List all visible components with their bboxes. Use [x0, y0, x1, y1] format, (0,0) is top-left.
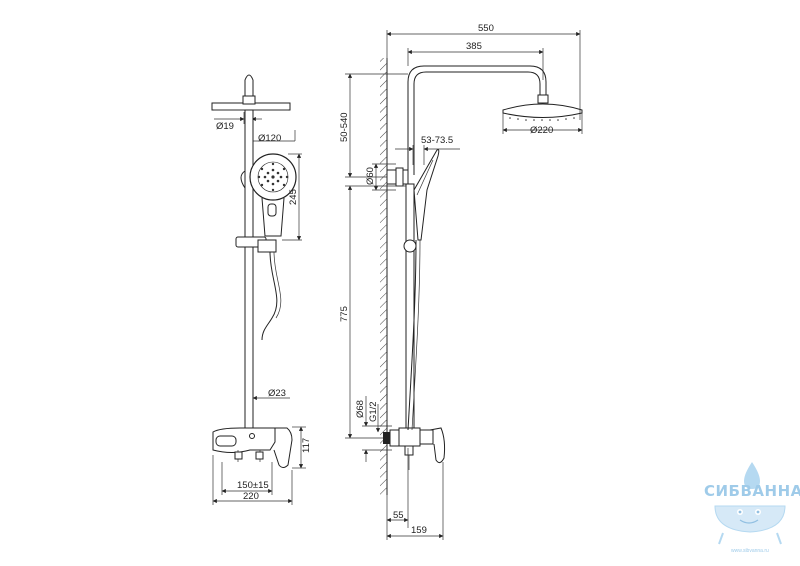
dim-d220: Ø220	[530, 125, 553, 136]
front-rail	[244, 109, 254, 429]
dim-d19: Ø19	[216, 121, 234, 132]
front-hose	[261, 251, 278, 341]
dim-385: 385	[466, 41, 482, 52]
dim-d60: Ø60	[365, 167, 376, 185]
water-drop-icon	[744, 462, 760, 489]
dim-245: 245	[288, 189, 299, 205]
side-rain-head	[502, 103, 583, 118]
front-lever	[273, 427, 293, 468]
front-shower-arm	[244, 74, 254, 96]
dim-150: 150±15	[237, 480, 269, 491]
wall-hatch	[380, 58, 387, 495]
side-mixer	[398, 427, 421, 447]
logo-brand-text: СИБВАННА	[704, 482, 800, 500]
side-shower-arm	[407, 65, 547, 175]
dim-55: 55	[393, 510, 404, 521]
dim-220: 220	[243, 491, 259, 502]
dim-53-73: 53-73.5	[421, 135, 453, 146]
side-view: 550 385 Ø220 50-540 Ø60	[339, 23, 583, 540]
side-slider-knob	[403, 239, 417, 253]
dim-g12: G1/2	[368, 401, 379, 422]
bathtub-icon	[714, 505, 786, 533]
logo-url: www.sibvanna.ru	[731, 548, 769, 554]
dim-50-540: 50-540	[339, 112, 350, 142]
dim-159: 159	[411, 525, 427, 536]
side-handshower	[413, 149, 440, 241]
side-hose	[407, 239, 417, 431]
dim-d120: Ø120	[258, 133, 281, 144]
dim-117: 117	[301, 438, 312, 453]
side-lever	[429, 427, 446, 464]
dim-550: 550	[478, 23, 494, 34]
sibvanna-logo: СИБВАННА www.sibvanna.ru	[704, 462, 800, 554]
front-mixer	[212, 427, 276, 453]
dim-d68: Ø68	[355, 400, 366, 418]
front-handshower-handle	[261, 197, 285, 237]
front-view: Ø19 Ø120	[211, 74, 312, 505]
dim-775: 775	[339, 306, 350, 322]
side-connector	[383, 432, 390, 444]
dim-d23: Ø23	[268, 388, 286, 399]
